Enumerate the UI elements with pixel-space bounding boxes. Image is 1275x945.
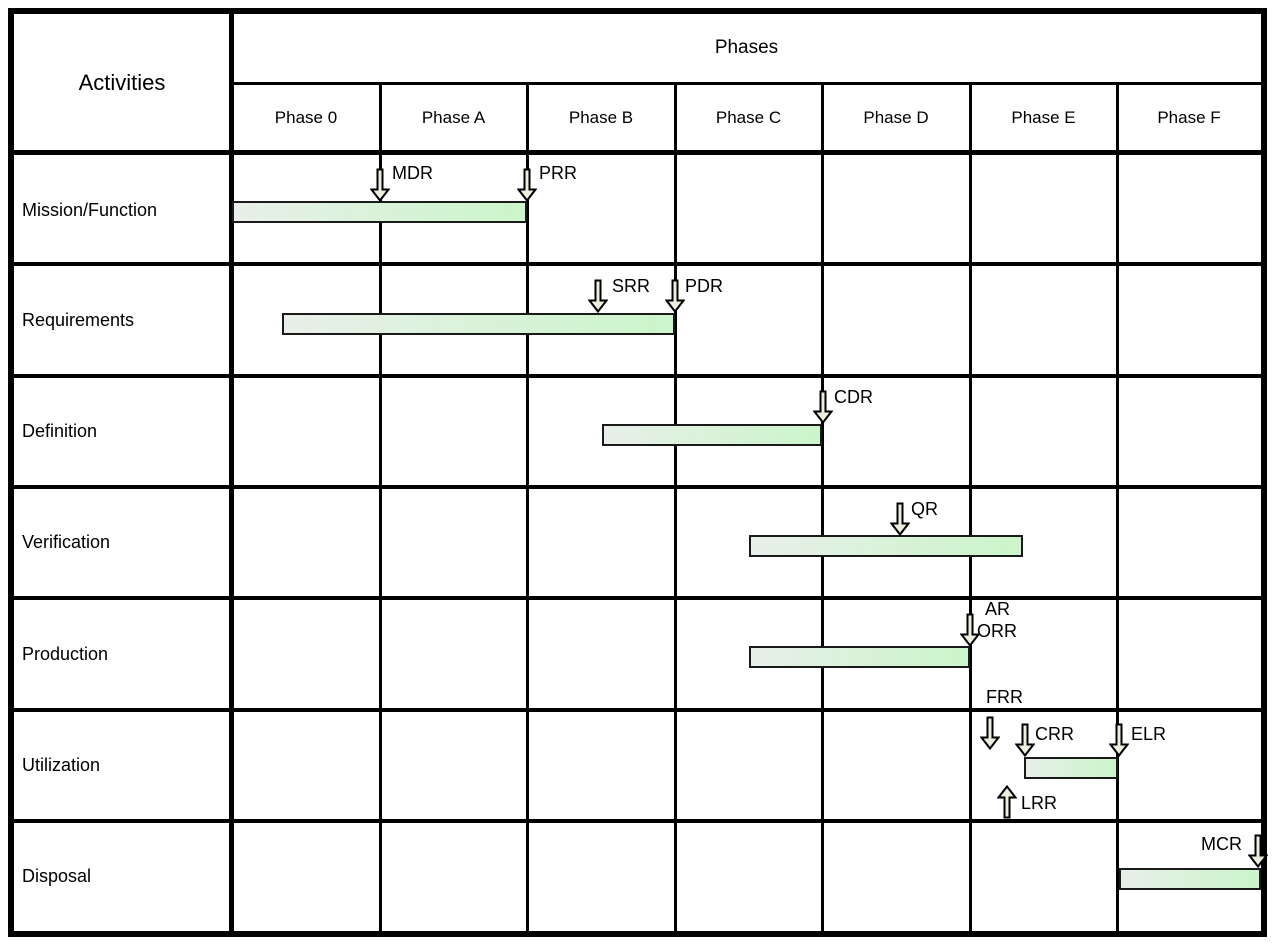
pdr-milestone-label: PDR <box>685 276 724 296</box>
lrr-milestone-arrow-up-icon <box>996 784 1018 819</box>
activity-label-production: Production <box>22 643 109 664</box>
table-outer-border <box>8 8 1267 937</box>
activity-label-verification: Verification <box>22 532 111 552</box>
phase-column-line-5 <box>968 82 972 931</box>
activity-bar-definition <box>602 424 822 446</box>
srr-milestone-label: SRR <box>612 276 651 296</box>
phase-header-phase-d: Phase D <box>863 107 929 127</box>
activities-column-separator <box>229 14 234 931</box>
activities-header-label: Activities <box>78 70 166 95</box>
activity-label-mission-function: Mission/Function <box>22 200 158 220</box>
lrr-milestone-label: LRR <box>1021 793 1058 813</box>
mcr-milestone-label: MCR <box>1201 834 1242 854</box>
phase-column-line-2 <box>525 82 529 931</box>
ar-milestone-arrow-down-icon <box>959 613 981 648</box>
activity-label-definition: Definition <box>22 421 98 441</box>
phase-header-phase-f: Phase F <box>1157 107 1221 127</box>
phases-header-label: Phases <box>714 37 779 58</box>
cdr-milestone-label: CDR <box>834 387 873 407</box>
phases-row-bottom-line <box>230 82 1261 85</box>
phase-header-phase-e: Phase E <box>1011 107 1076 127</box>
activity-label-disposal: Disposal <box>22 865 92 886</box>
frr-milestone-arrow-down-icon <box>979 716 1001 751</box>
activity-bar-mission-function <box>232 201 527 223</box>
orr-milestone-label: ORR <box>977 621 1017 641</box>
elr-milestone-arrow-down-icon <box>1108 723 1130 758</box>
crr-milestone-arrow-down-icon <box>1014 723 1036 758</box>
phase-column-line-1 <box>378 82 382 931</box>
activity-bar-disposal <box>1119 868 1261 890</box>
activity-label-utilization: Utilization <box>22 755 101 775</box>
mcr-milestone-arrow-down-icon <box>1247 834 1269 869</box>
crr-milestone-label: CRR <box>1035 724 1074 744</box>
activity-bar-utilization <box>1024 757 1118 779</box>
pdr-milestone-arrow-down-icon <box>664 279 686 314</box>
mdr-milestone-label: MDR <box>392 163 433 183</box>
phase-header-phase-a: Phase A <box>421 107 486 127</box>
ar-milestone-label: AR <box>985 599 1011 619</box>
cdr-milestone-arrow-down-icon <box>812 390 834 425</box>
row-separator-line-4 <box>14 596 1261 600</box>
frr-milestone-label: FRR <box>986 687 1023 707</box>
qr-milestone-label: QR <box>911 499 938 519</box>
prr-milestone-label: PRR <box>539 163 578 183</box>
phase-header-phase-b: Phase B <box>568 107 634 127</box>
activity-label-requirements: Requirements <box>22 309 135 330</box>
header-bottom-line <box>14 150 1261 155</box>
row-separator-line-6 <box>14 819 1261 823</box>
srr-milestone-arrow-down-icon <box>587 279 609 314</box>
activities-header-cell: Activities <box>14 14 230 152</box>
phases-header-cell: Phases <box>232 14 1261 82</box>
phase-column-line-6 <box>1115 82 1119 931</box>
phase-column-line-3 <box>673 82 677 931</box>
elr-milestone-label: ELR <box>1131 724 1167 744</box>
phase-column-line-4 <box>820 82 824 931</box>
phase-header-phase-0: Phase 0 <box>274 107 338 127</box>
phase-header-phase-c: Phase C <box>715 107 782 127</box>
qr-milestone-arrow-down-icon <box>889 502 911 537</box>
activity-bar-verification <box>749 535 1023 557</box>
row-separator-line-3 <box>14 485 1261 489</box>
prr-milestone-arrow-down-icon <box>516 168 538 203</box>
row-separator-line-5 <box>14 708 1261 712</box>
activity-bar-production <box>749 646 970 668</box>
mdr-milestone-arrow-down-icon <box>369 168 391 203</box>
row-separator-line-1 <box>14 262 1261 266</box>
activity-bar-requirements <box>282 313 675 335</box>
row-separator-line-2 <box>14 374 1261 378</box>
